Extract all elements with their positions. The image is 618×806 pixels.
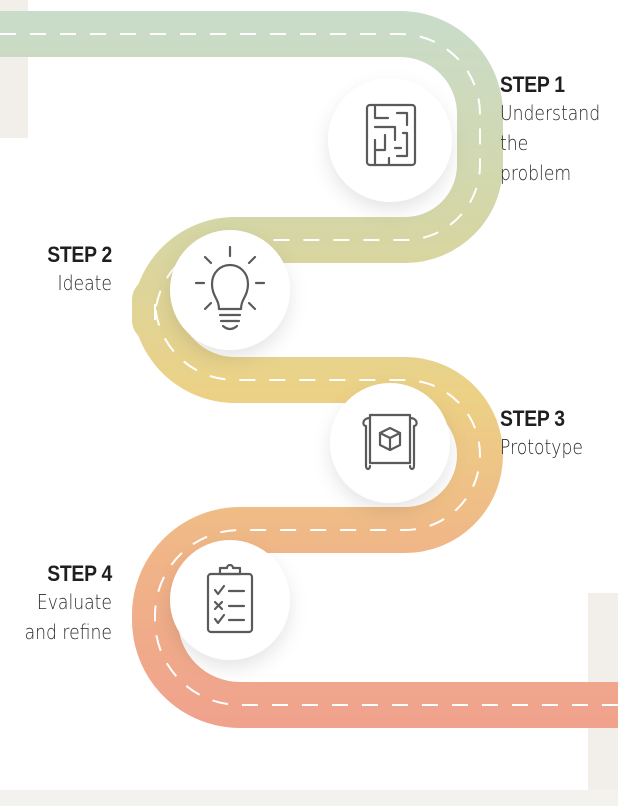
step-3-label: STEP 3 Prototype [500,406,618,462]
checklist-clipboard-icon [206,563,254,634]
step-3-description: Prototype [500,435,583,459]
step-1-node [328,78,452,202]
blueprint-cube-icon [362,413,418,471]
step-2-description: Ideate [57,271,112,295]
bottom-strip [0,790,618,806]
maze-icon [365,103,417,167]
step-2-title: STEP 2 [47,242,112,267]
step-4-description-line-1: Evaluate [36,590,112,614]
step-4-title: STEP 4 [47,561,112,586]
step-1-description-line-2: the problem [500,131,572,185]
step-1-description-line-1: Understand [500,101,601,125]
step-2-node [170,230,290,350]
step-4-label: STEP 4 Evaluate and refine [0,561,113,647]
step-1-title: STEP 1 [500,72,565,97]
step-3-title: STEP 3 [500,406,565,431]
step-2-label: STEP 2 Ideate [0,242,112,298]
step-4-node [170,540,290,660]
road-center-dashes [0,33,618,706]
step-4-description-line-2: and refine [24,620,113,644]
step-1-label: STEP 1 Understand the problem [500,72,618,188]
lightbulb-icon [194,245,266,331]
